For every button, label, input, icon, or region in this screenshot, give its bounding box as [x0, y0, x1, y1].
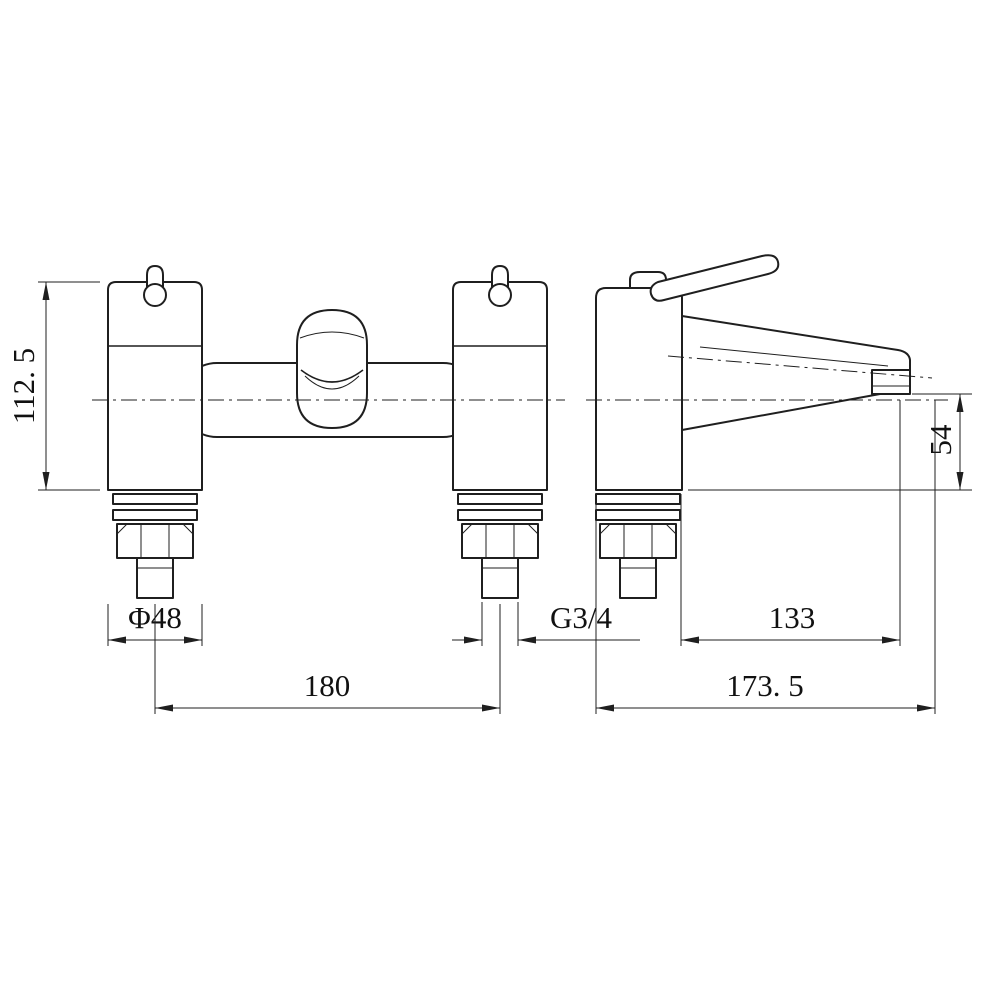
dimension-thread: G3/4 [452, 600, 640, 646]
left-index-knob [143, 265, 167, 307]
side-view [595, 254, 911, 599]
dim-label-outlet-height: 54 [923, 424, 958, 456]
centre-spout [296, 309, 368, 429]
right-pillar [452, 281, 548, 491]
arrowhead [596, 704, 614, 712]
lever-handle [649, 254, 780, 302]
arrowhead [184, 636, 202, 644]
arrowhead [681, 636, 699, 644]
spout-mouth [300, 369, 364, 383]
dim-label-spout-reach: 133 [769, 600, 816, 635]
arrowhead [155, 704, 173, 712]
dim-label-overall-depth: 173. 5 [726, 668, 804, 703]
dimension-spout-reach: 133 [680, 400, 901, 646]
front-view [107, 265, 548, 599]
centrelines [92, 355, 948, 401]
arrowhead [917, 704, 935, 712]
arrowhead [464, 636, 482, 644]
dimension-height: 112. 5 [6, 281, 100, 491]
arrowhead [482, 704, 500, 712]
arrowhead [42, 472, 50, 490]
side-body [595, 287, 683, 491]
right-index-knob [488, 265, 512, 307]
dim-label-hole-centers: 180 [304, 668, 351, 703]
arrowhead [956, 472, 964, 490]
arrowhead [518, 636, 536, 644]
spout-axis-centreline [667, 355, 933, 379]
left-pillar [107, 281, 203, 491]
arrowhead [956, 394, 964, 412]
arrowhead [108, 636, 126, 644]
dimension-outlet-height: 54 [688, 393, 972, 491]
arrowhead [42, 282, 50, 300]
dimension-hole-centers: 180 [154, 604, 501, 714]
dim-label-thread: G3/4 [550, 600, 613, 635]
dimension-overall-depth: 173. 5 [595, 400, 936, 714]
dim-label-height: 112. 5 [6, 348, 41, 424]
arrowhead [882, 636, 900, 644]
